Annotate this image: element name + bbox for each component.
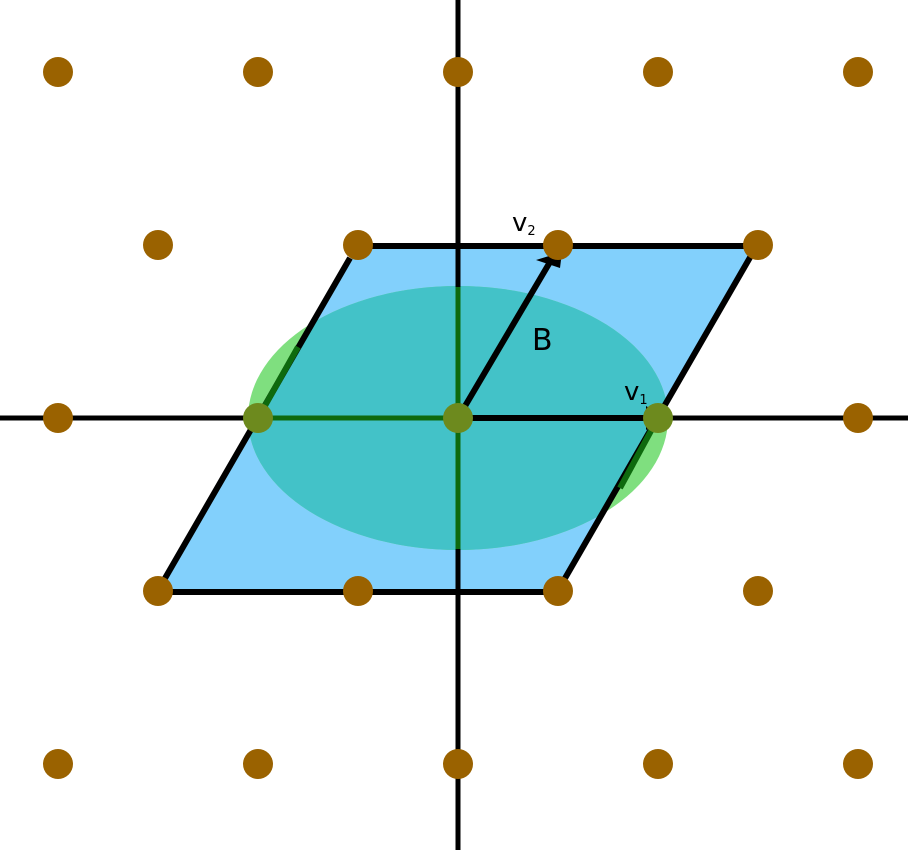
lattice-point: [43, 57, 73, 87]
lattice-point: [143, 576, 173, 606]
lattice-point: [743, 576, 773, 606]
lattice-point: [243, 403, 273, 433]
lattice-point: [243, 749, 273, 779]
lattice-point: [143, 230, 173, 260]
v1-label: v1: [624, 377, 648, 408]
lattice-point: [443, 57, 473, 87]
lattice-point: [643, 749, 673, 779]
lattice-point: [43, 403, 73, 433]
lattice-point: [843, 749, 873, 779]
lattice-points: [43, 57, 873, 779]
region-b-label: B: [532, 323, 553, 358]
lattice-point: [443, 403, 473, 433]
lattice-point: [343, 576, 373, 606]
lattice-point: [843, 403, 873, 433]
lattice-point: [243, 57, 273, 87]
lattice-point: [843, 57, 873, 87]
lattice-point: [643, 403, 673, 433]
lattice-point: [343, 230, 373, 260]
lattice-point: [643, 57, 673, 87]
lattice-point: [443, 749, 473, 779]
lattice-point: [543, 576, 573, 606]
lattice-point: [543, 230, 573, 260]
lattice-point: [743, 230, 773, 260]
vector-v2: [455, 260, 553, 420]
lattice-point: [43, 749, 73, 779]
v2-label: v2: [512, 208, 536, 239]
